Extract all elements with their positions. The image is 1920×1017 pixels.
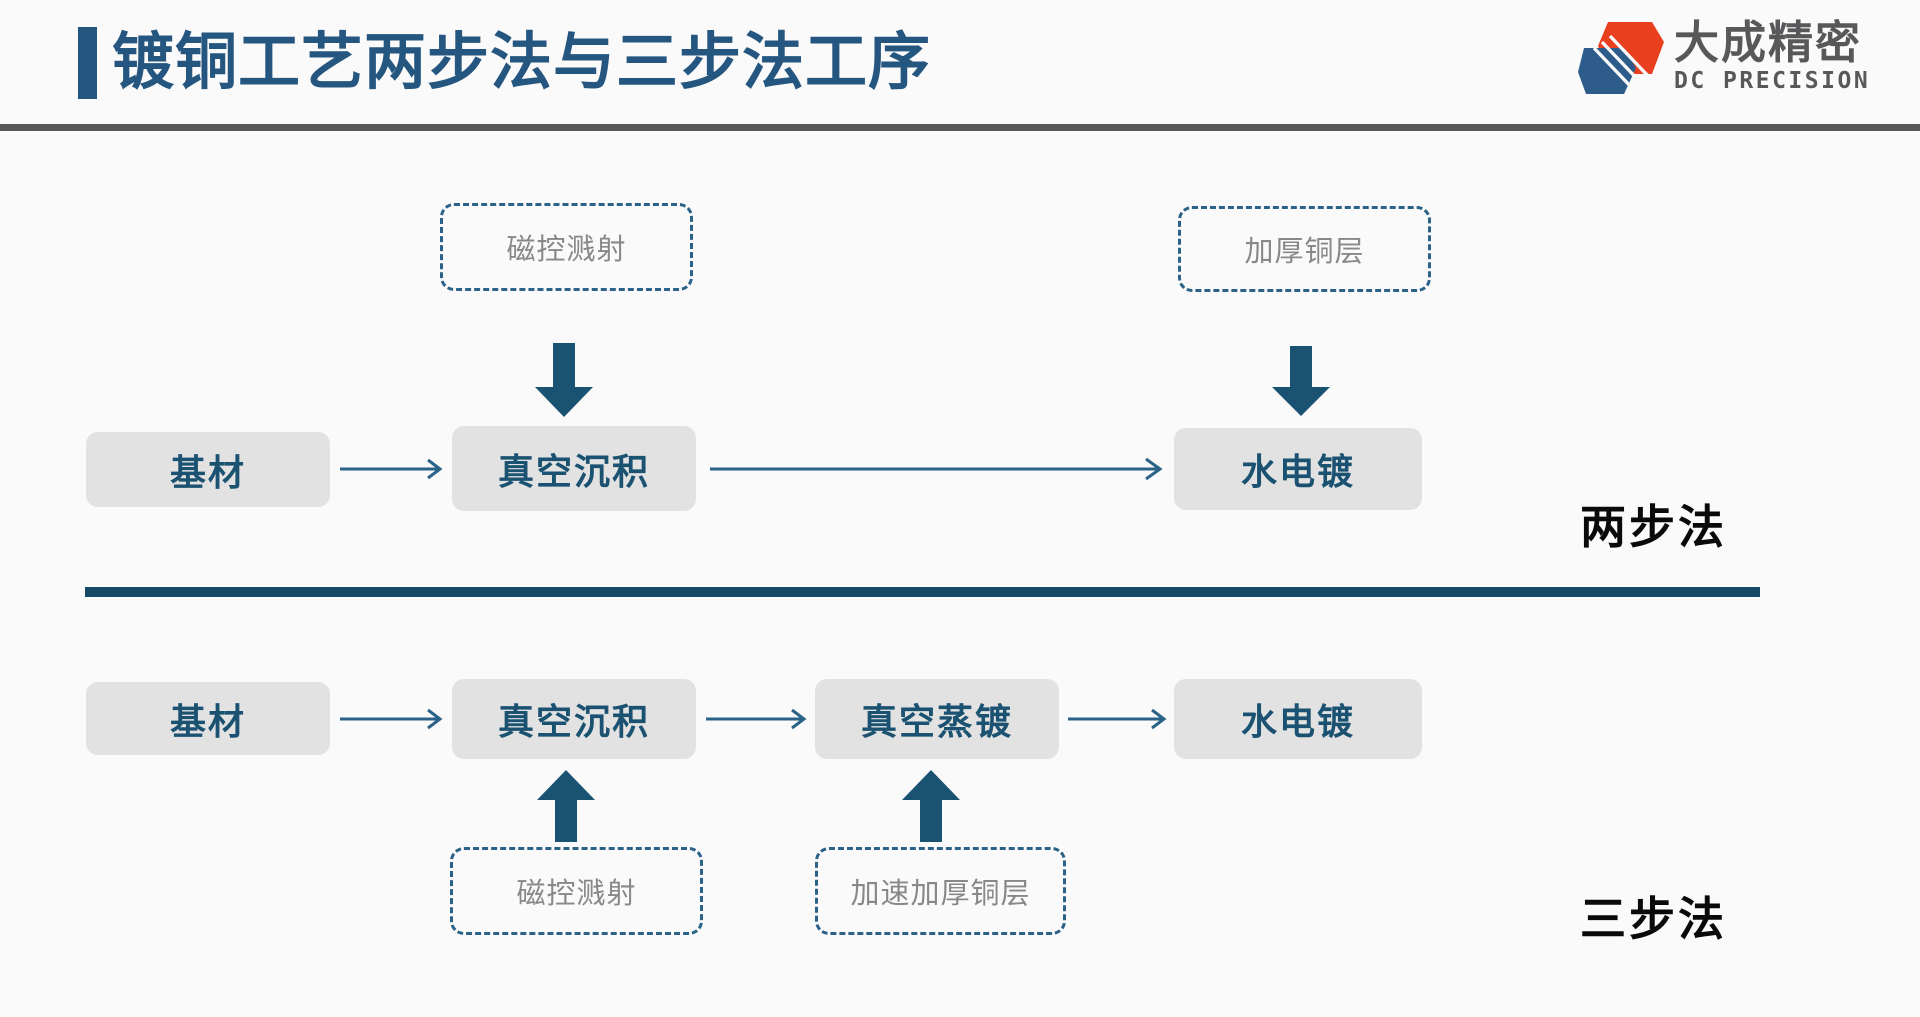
method-label-three-step: 三步法 [1580, 893, 1727, 945]
note-magnetron-sputtering-two-step: 磁控溅射 [440, 203, 693, 291]
arrow-up-to-vacuum-deposition [535, 770, 597, 842]
node-vacuum-deposition-three-step[interactable]: 真空沉积 [452, 679, 696, 759]
company-logo: 大成精密 DC PRECISION [1578, 16, 1878, 108]
connector-substrate-to-vacuum-deposition-three-step [340, 703, 446, 735]
logo-mark-icon [1578, 20, 1666, 96]
logo-wordmark: 大成精密 DC PRECISION [1674, 18, 1880, 95]
node-substrate-two-step[interactable]: 基材 [86, 432, 330, 507]
note-label: 加速加厚铜层 [850, 878, 1031, 910]
node-label: 基材 [169, 451, 246, 493]
process-diagram: 磁控溅射 加厚铜层 基材 真空沉积 水电镀 两步 [0, 131, 1920, 1017]
section-divider [85, 587, 1760, 597]
node-substrate-three-step[interactable]: 基材 [86, 682, 330, 755]
node-label: 基材 [169, 700, 246, 742]
note-label: 磁控溅射 [506, 234, 627, 266]
connector-vacuum-evaporation-to-electroplating [1068, 703, 1170, 735]
page-title: 镀铜工艺两步法与三步法工序 [112, 28, 932, 97]
note-magnetron-sputtering-three-step: 磁控溅射 [450, 847, 703, 935]
title-accent-bar [78, 27, 97, 99]
arrow-down-to-vacuum-deposition [533, 343, 595, 419]
arrow-up-to-vacuum-evaporation [900, 770, 962, 842]
note-label: 磁控溅射 [516, 878, 637, 910]
logo-chinese-name: 大成精密 [1674, 17, 1863, 68]
node-vacuum-deposition-two-step[interactable]: 真空沉积 [452, 426, 696, 511]
connector-vacuum-deposition-to-vacuum-evaporation [706, 703, 810, 735]
node-electroplating-two-step[interactable]: 水电镀 [1174, 428, 1422, 510]
node-label: 真空沉积 [497, 450, 650, 492]
arrow-down-to-electroplating [1270, 346, 1332, 418]
node-electroplating-three-step[interactable]: 水电镀 [1174, 679, 1422, 759]
node-label: 水电镀 [1240, 451, 1355, 492]
logo-english-name: DC PRECISION [1674, 68, 1871, 94]
note-accelerate-thicken-copper: 加速加厚铜层 [815, 847, 1066, 935]
page-header: 镀铜工艺两步法与三步法工序 大成精密 DC PRECISION [0, 0, 1920, 124]
node-label: 真空沉积 [497, 701, 650, 742]
connector-substrate-to-vacuum-deposition-two-step [340, 453, 446, 485]
header-divider [0, 124, 1920, 131]
connector-vacuum-deposition-to-electroplating-two-step [710, 453, 1166, 485]
method-label-two-step: 两步法 [1580, 501, 1727, 553]
note-thicken-copper-two-step: 加厚铜层 [1178, 206, 1431, 292]
node-label: 真空蒸镀 [860, 701, 1013, 742]
node-label: 水电镀 [1240, 701, 1355, 742]
note-label: 加厚铜层 [1244, 236, 1365, 268]
node-vacuum-evaporation-three-step[interactable]: 真空蒸镀 [815, 679, 1059, 759]
